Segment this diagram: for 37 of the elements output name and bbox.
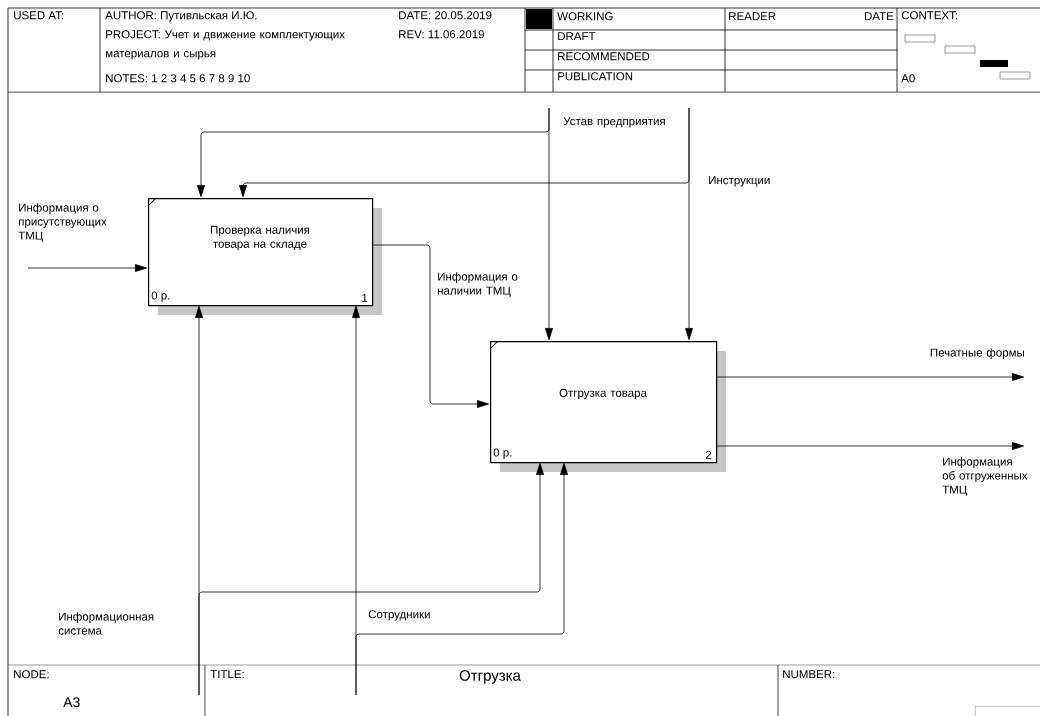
process-box: Отгрузка товара 0 р. 2 <box>489 340 726 472</box>
edge-label: Информационная система <box>58 612 154 635</box>
frame-label: AUTHOR: Путивльская И.Ю. <box>105 11 257 22</box>
edge-label: Информация об отгруженных ТМЦ <box>942 457 1028 496</box>
frame-label: WORKING <box>557 12 613 21</box>
frame-label: A0 <box>901 74 915 83</box>
edge-label: Информация о наличии ТМЦ <box>438 272 518 297</box>
frame-label: DATE: 20.05.2019 <box>399 11 492 20</box>
edge-label: Устав предприятия <box>563 117 665 128</box>
edge-label: Печатные формы <box>930 348 1024 359</box>
frame-label: READER <box>729 12 776 21</box>
arrow <box>715 373 1025 381</box>
arrow <box>197 107 550 198</box>
frame-label: NOTES: 1 2 3 4 5 6 7 8 9 10 <box>106 74 250 83</box>
frame-label: NODE: <box>14 670 49 679</box>
frame-label: REV: 11.06.2019 <box>399 30 484 39</box>
frame-label: RECOMMENDED <box>558 52 650 61</box>
arrow <box>27 264 148 272</box>
arrow <box>355 462 568 696</box>
frame-label: A3 <box>63 697 80 708</box>
frame-label: Отгрузка <box>459 670 521 684</box>
edge-label: Инструкции <box>709 176 770 187</box>
frame-label: DATE <box>864 12 894 21</box>
arrow <box>198 462 544 696</box>
frame-label: USED AT: <box>14 11 64 20</box>
edge-label: Информация о присутствующих ТМЦ <box>18 203 107 242</box>
arrow <box>371 244 490 408</box>
frame-label: PUBLICATION <box>558 72 633 81</box>
frame-label: TITLE: <box>210 670 244 679</box>
frame-label: PROJECT: Учет и движение комплектующих материалов и сырья <box>106 30 345 60</box>
edge-label: Сотрудники <box>368 610 430 621</box>
arrow <box>715 442 1025 450</box>
frame-label: NUMBER: <box>783 670 835 679</box>
arrow <box>239 107 690 198</box>
frame-label: DRAFT <box>558 32 596 41</box>
frame-label: CONTEXT: <box>901 11 958 20</box>
process-box: Проверка наличия товара на складе 0 р. 1 <box>147 197 382 315</box>
